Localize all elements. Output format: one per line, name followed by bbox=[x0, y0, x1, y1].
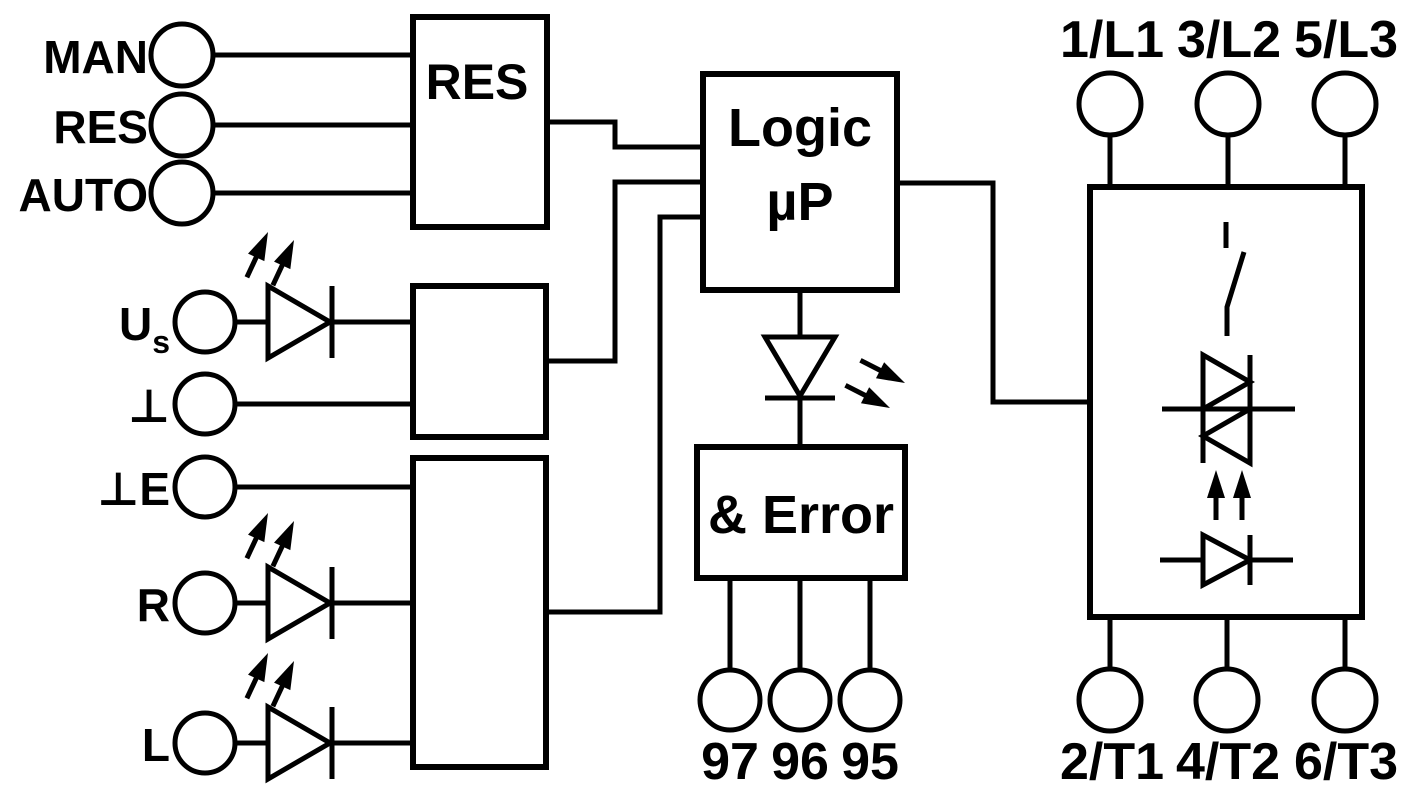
label-terminal-96: 96 bbox=[771, 733, 829, 791]
terminal-1l1 bbox=[1076, 70, 1144, 138]
label-us: Us bbox=[119, 298, 170, 360]
light-arrow-icon bbox=[239, 649, 276, 702]
terminal-circles bbox=[148, 21, 1379, 776]
label-res: RES bbox=[53, 101, 148, 153]
light-arrow-icon bbox=[239, 509, 276, 562]
logic-block-label: Logic bbox=[728, 98, 872, 158]
blocks bbox=[410, 14, 1365, 770]
terminal-r bbox=[172, 570, 238, 636]
terminal-man bbox=[148, 21, 216, 89]
labels: MAN RES AUTO Us ⊥ ⊥E R L RES Logic µP & … bbox=[19, 11, 1399, 791]
light-arrow-icon bbox=[265, 517, 302, 570]
supply-block bbox=[410, 283, 549, 440]
led-triangle bbox=[265, 702, 335, 784]
triac-upper-triangle bbox=[1200, 350, 1256, 414]
error-block bbox=[694, 444, 908, 581]
terminal-95 bbox=[837, 667, 903, 733]
terminal-gnd-e bbox=[172, 454, 238, 520]
light-arrow-icon bbox=[856, 352, 909, 391]
led-icon-l bbox=[239, 649, 335, 784]
input-block bbox=[410, 455, 549, 770]
terminal-3l2 bbox=[1194, 70, 1262, 138]
terminal-us bbox=[172, 289, 238, 355]
triac-icon bbox=[1162, 350, 1295, 468]
contact-moving-lead bbox=[1224, 251, 1247, 336]
label-terminal-97: 97 bbox=[701, 733, 759, 791]
label-terminal-95: 95 bbox=[841, 733, 899, 791]
terminal-l bbox=[172, 710, 238, 776]
label-gnd: ⊥ bbox=[128, 380, 170, 432]
label-l: L bbox=[142, 719, 170, 771]
terminal-96 bbox=[767, 667, 833, 733]
label-gnd-e: ⊥E bbox=[97, 463, 170, 515]
reset-block-label: RES bbox=[426, 54, 529, 110]
light-arrow-icon bbox=[841, 377, 894, 416]
led-icon-r bbox=[239, 509, 335, 644]
logic-block bbox=[700, 71, 900, 293]
label-terminal-1l1: 1/L1 bbox=[1060, 11, 1164, 69]
logic-block-label2: µP bbox=[766, 172, 833, 232]
reset-block bbox=[410, 14, 550, 230]
label-r: R bbox=[137, 579, 170, 631]
opto-led-icon bbox=[1160, 530, 1293, 590]
light-arrow-icon bbox=[239, 228, 276, 281]
led-triangle bbox=[265, 562, 335, 644]
wire-logic-to-power bbox=[897, 180, 1090, 405]
label-terminal-5l3: 5/L3 bbox=[1294, 11, 1398, 69]
wire-input-to-logic bbox=[546, 214, 703, 615]
wire-supply-to-logic bbox=[546, 179, 703, 364]
label-terminal-3l2: 3/L2 bbox=[1177, 11, 1281, 69]
led-triangle bbox=[265, 281, 335, 363]
terminal-6t3 bbox=[1311, 666, 1379, 734]
terminal-4t2 bbox=[1193, 666, 1261, 734]
light-arrow-icon bbox=[265, 657, 302, 710]
terminal-gnd bbox=[172, 371, 238, 437]
terminal-2t1 bbox=[1076, 666, 1144, 734]
label-terminal-6t3: 6/T3 bbox=[1294, 733, 1398, 791]
led-triangle bbox=[1200, 530, 1256, 590]
error-block-label: & Error bbox=[708, 485, 894, 545]
terminal-auto bbox=[148, 159, 216, 227]
label-auto: AUTO bbox=[19, 169, 149, 221]
led-triangle bbox=[760, 334, 840, 401]
light-arrow-icon bbox=[265, 236, 302, 289]
label-man: MAN bbox=[43, 31, 148, 83]
terminal-97 bbox=[697, 667, 763, 733]
triac-lower-triangle bbox=[1197, 404, 1253, 468]
label-terminal-2t1: 2/T1 bbox=[1060, 733, 1164, 791]
label-terminal-4t2: 4/T2 bbox=[1176, 733, 1280, 791]
switch-contact-icon bbox=[1223, 222, 1247, 336]
led-icon-error bbox=[760, 334, 909, 416]
terminal-5l3 bbox=[1311, 70, 1379, 138]
terminal-res bbox=[148, 91, 216, 159]
wire-reset-to-logic bbox=[547, 119, 703, 150]
led-icon-us bbox=[239, 228, 335, 363]
